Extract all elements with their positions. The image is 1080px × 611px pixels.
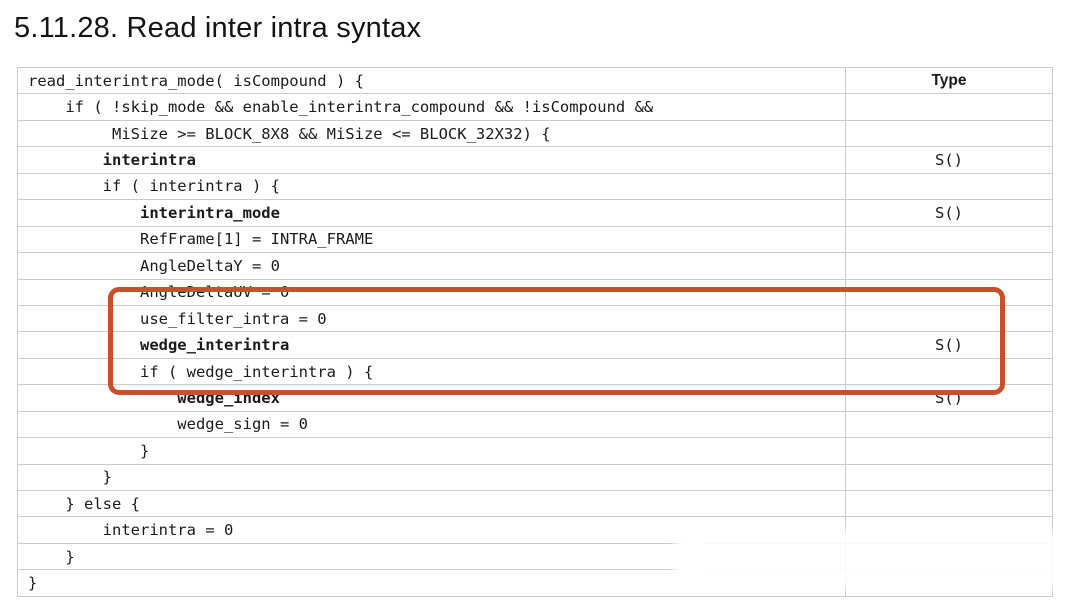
type-cell — [846, 359, 1052, 384]
table-rows: if ( !skip_mode && enable_interintra_com… — [18, 94, 1052, 597]
table-row: AngleDeltaY = 0 — [18, 253, 1052, 280]
type-cell — [846, 253, 1052, 278]
syntax-element-cell: interintra — [18, 147, 846, 173]
type-cell: S() — [935, 151, 963, 170]
type-cell — [846, 412, 1052, 437]
type-cell — [846, 517, 1052, 542]
table-row: } — [18, 464, 1052, 491]
code-cell: } — [18, 570, 846, 596]
type-cell — [846, 570, 1052, 595]
type-cell — [846, 306, 1052, 331]
type-cell — [846, 438, 1052, 463]
syntax-element-cell: wedge_index — [18, 385, 846, 411]
code-cell: RefFrame[1] = INTRA_FRAME — [18, 226, 846, 253]
type-cell — [846, 227, 1052, 252]
type-cell — [846, 465, 1052, 490]
code-cell: use_filter_intra = 0 — [18, 305, 846, 332]
code-cell: if ( wedge_interintra ) { — [18, 358, 846, 385]
table-header-row: read_interintra_mode( isCompound ) { Typ… — [18, 68, 1052, 95]
type-cell — [846, 544, 1052, 569]
type-cell: S() — [935, 388, 963, 407]
table-row: AngleDeltaUV = 0 — [18, 279, 1052, 306]
type-cell: S() — [935, 336, 963, 355]
type-cell: S() — [935, 203, 963, 222]
table-row: wedge_index S() — [18, 385, 1052, 412]
header-code-cell: read_interintra_mode( isCompound ) { — [18, 68, 846, 94]
table-row: MiSize >= BLOCK_8X8 && MiSize <= BLOCK_3… — [18, 120, 1052, 148]
code-cell: wedge_sign = 0 — [18, 411, 846, 438]
code-cell: MiSize >= BLOCK_8X8 && MiSize <= BLOCK_3… — [18, 120, 846, 147]
type-column-header: Type — [931, 71, 967, 89]
code-cell: } — [18, 438, 846, 464]
table-row: } — [18, 543, 1052, 571]
syntax-table: read_interintra_mode( isCompound ) { Typ… — [17, 67, 1053, 597]
code-cell: if ( interintra ) { — [18, 173, 846, 200]
code-cell: AngleDeltaUV = 0 — [18, 279, 846, 305]
table-row: use_filter_intra = 0 — [18, 305, 1052, 333]
code-cell: } else { — [18, 491, 846, 517]
type-cell — [846, 94, 1052, 119]
table-row: } else { — [18, 491, 1052, 518]
table-row: if ( !skip_mode && enable_interintra_com… — [18, 94, 1052, 121]
type-cell — [846, 491, 1052, 516]
table-row: interintra = 0 — [18, 517, 1052, 544]
table-row: } — [18, 438, 1052, 465]
table-row: if ( interintra ) { — [18, 173, 1052, 201]
code-cell: if ( !skip_mode && enable_interintra_com… — [18, 94, 846, 120]
table-row: interintra_mode S() — [18, 200, 1052, 227]
table-row: if ( wedge_interintra ) { — [18, 358, 1052, 386]
table-row: wedge_interintra S() — [18, 332, 1052, 359]
code-cell: interintra = 0 — [18, 517, 846, 543]
type-cell — [846, 174, 1052, 199]
code-cell: } — [18, 543, 846, 570]
table-row: RefFrame[1] = INTRA_FRAME — [18, 226, 1052, 254]
type-cell — [846, 280, 1052, 305]
code-cell: } — [18, 464, 846, 490]
syntax-element-cell: wedge_interintra — [18, 332, 846, 358]
type-cell — [846, 121, 1052, 146]
section-title: 5.11.28. Read inter intra syntax — [14, 12, 422, 44]
table-row: wedge_sign = 0 — [18, 411, 1052, 439]
code-cell: AngleDeltaY = 0 — [18, 253, 846, 279]
table-row: } — [18, 570, 1052, 597]
syntax-element-cell: interintra_mode — [18, 200, 846, 226]
table-row: interintra S() — [18, 147, 1052, 174]
